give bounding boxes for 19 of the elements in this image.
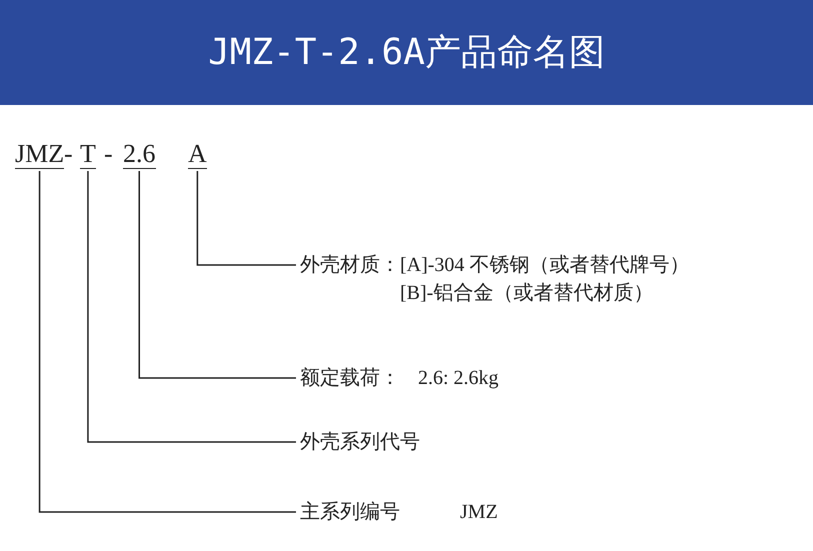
- connector-line: [38, 171, 296, 513]
- option-text: [B]-铝合金（或者替代材质）: [400, 281, 654, 306]
- code-segment: 2.6: [123, 140, 156, 169]
- connector-line: [138, 171, 296, 379]
- separator-dash: -: [104, 140, 113, 168]
- connector-line: [87, 171, 296, 443]
- field-label: 主系列编号: [300, 500, 400, 525]
- code-segment: A: [188, 140, 207, 169]
- connector-line: [196, 171, 296, 266]
- code-segment: T: [80, 140, 96, 169]
- field-label: 外壳材质：: [300, 253, 400, 278]
- field-value: JMZ: [460, 500, 498, 525]
- option-text: [A]-304 不锈钢（或者替代牌号）: [400, 253, 690, 278]
- field-value: 2.6: 2.6kg: [418, 366, 499, 391]
- field-label: 额定载荷：: [300, 366, 400, 391]
- field-label: 外壳系列代号: [300, 430, 420, 455]
- separator-dash: -: [64, 140, 73, 168]
- title: JMZ-T-2.6A产品命名图: [208, 31, 605, 75]
- code-segment: JMZ: [15, 140, 64, 169]
